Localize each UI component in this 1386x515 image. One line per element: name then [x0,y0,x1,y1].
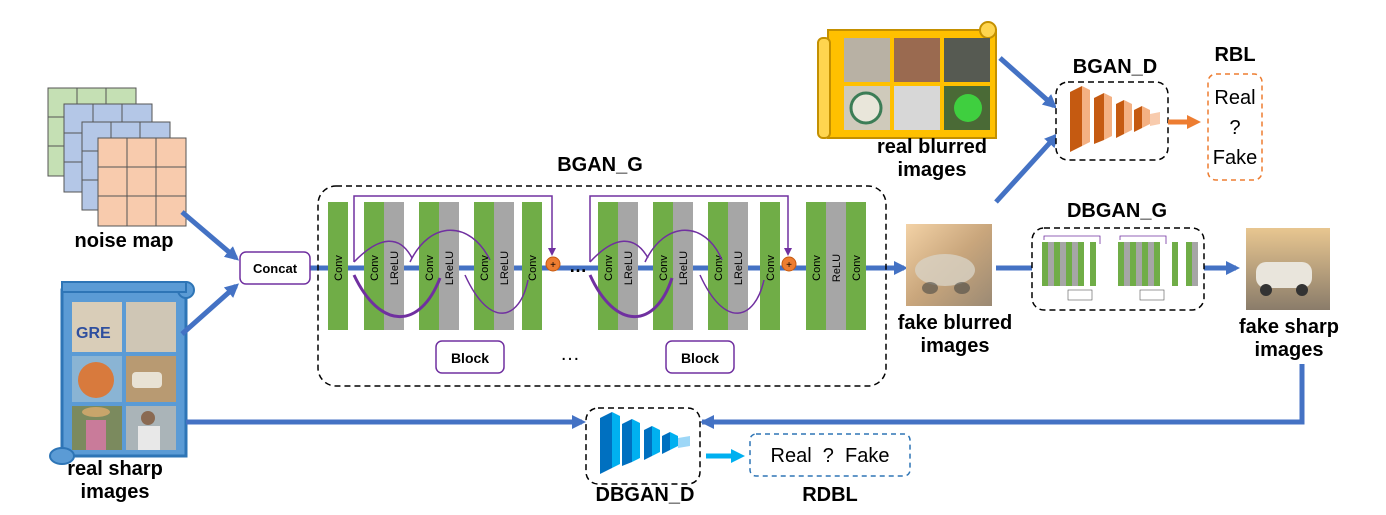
layer-label: Conv [603,255,615,281]
layer-label: Conv [424,255,436,281]
layer-label: Conv [713,255,725,281]
dbgan-d-title: DBGAN_D [595,484,695,506]
layer-label: LReLU [733,251,745,285]
layer-label: LReLU [678,251,690,285]
block-label: Block [451,350,489,366]
rdbl-box-text: Real ? Fake [771,445,890,467]
layer-label: LReLU [623,251,635,285]
concat-label: Concat [253,261,298,276]
layer-label: Conv [333,255,345,281]
layer-label: LReLU [444,251,456,285]
noise-map-label: noise map [74,230,174,252]
discriminator-3d-icon [1070,86,1160,152]
layer-label: LReLU [499,251,511,285]
rbl-box-line: ? [1229,117,1240,139]
bgan-g-title: BGAN_G [557,154,643,176]
layer-ellipsis: … [569,256,587,276]
fake-blurred-image [906,224,992,306]
layer-label: Conv [765,255,777,281]
bgan-g-layers [328,202,866,330]
layer-label: Conv [811,255,823,281]
photo-scroll-icon [817,21,997,139]
svg-text:GRE: GRE [76,325,111,342]
dbgan-g-title: DBGAN_G [1066,200,1167,222]
noise-map-grid-icon [47,87,187,227]
svg-text:+: + [550,260,556,271]
block-ellipsis: … [560,343,580,365]
layer-label: Conv [527,255,539,281]
discriminator-3d-icon [600,412,690,474]
fake-blurred-images-label: fake blurred images [897,312,1013,357]
layer-label: ReLU [831,254,843,282]
svg-text:+: + [786,260,792,271]
rbl-title: RBL [1214,44,1256,66]
layer-label: LReLU [389,251,401,285]
fake-sharp-images-label: fake sharp images [1238,316,1340,361]
rbl-box-line: Fake [1213,147,1257,169]
real-sharp-images-label: real sharp images [67,458,163,503]
block-label: Block [681,350,719,366]
rbl-box-line: Real [1214,87,1255,109]
photo-scroll-icon: GRE [49,281,195,465]
real-blurred-images-label: real blurred images [876,136,988,181]
layer-label: Conv [658,255,670,281]
layer-label: Conv [369,255,381,281]
fake-sharp-image [1246,228,1330,310]
layer-label: Conv [851,255,863,281]
bgan-d-title: BGAN_D [1072,56,1158,78]
rdbl-title: RDBL [802,484,858,506]
dbgan-g-layers [1042,235,1198,301]
sum-node-icon: + + [545,256,797,272]
layer-label: Conv [479,255,491,281]
